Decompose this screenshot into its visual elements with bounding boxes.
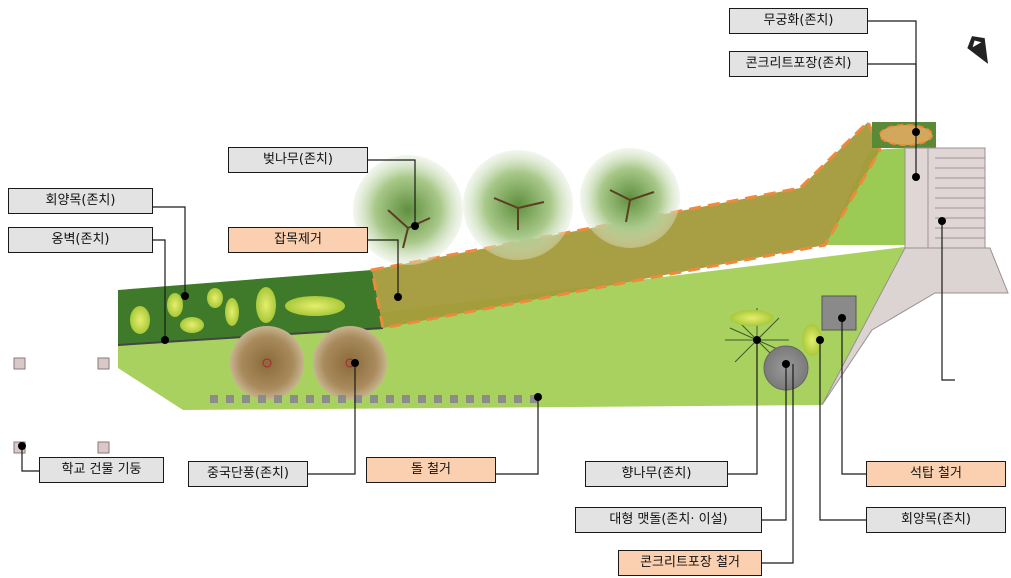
stepping-stones [210,395,538,403]
label-concrete-removal: 콘크리트포장 철거 [618,550,762,576]
maple-tree-2 [313,326,387,400]
label-school-pillar: 학교 건물 기둥 [39,457,164,483]
label-stone-tower-removal: 석탑 철거 [866,461,1006,487]
label-concrete-keep: 콘크리트포장(존치) [729,51,868,77]
label-large-millstone: 대형 맷돌(존치· 이설) [575,507,762,533]
stone-tower [821,295,857,331]
label-hoeyang-bottom: 회양목(존치) [866,507,1006,533]
maple-tree-1 [230,326,304,400]
label-stone-removal: 돌 철거 [366,457,496,483]
lawn-slope [825,148,905,245]
mugunghwa-shrub [879,124,933,146]
label-juniper: 향나무(존치) [585,461,728,487]
label-mugunghwa: 무궁화(존치) [729,8,868,34]
north-arrow-icon [967,36,988,64]
label-maple: 중국단풍(존치) [188,461,308,487]
leader-lines [21,20,955,564]
label-weed-removal: 잡목제거 [228,227,368,253]
cherry-trees [353,148,680,265]
concrete-plaza [821,247,1009,406]
label-hoeyang-top: 회양목(존치) [8,188,153,214]
label-cherry: 벚나무(존치) [228,147,368,173]
leader-dots [18,128,946,450]
label-retaining-wall: 옹벽(존치) [8,227,153,253]
school-pillars [13,357,110,454]
